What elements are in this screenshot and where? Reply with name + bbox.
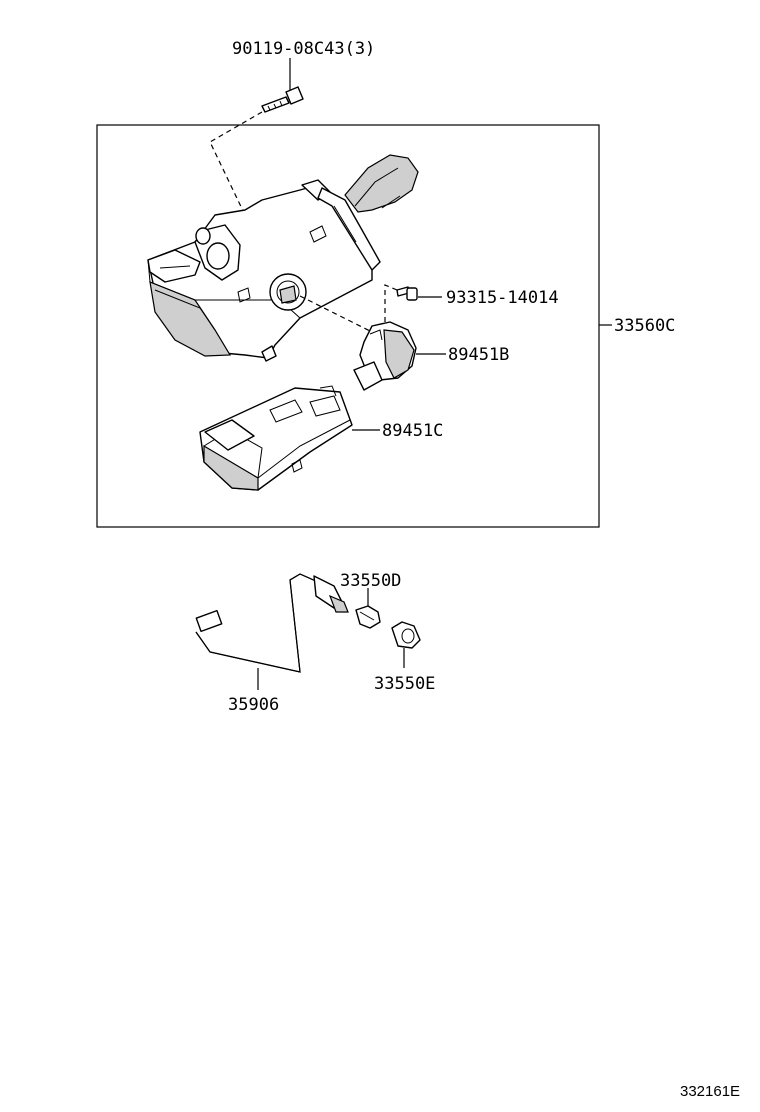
harness-part (195, 573, 349, 673)
bulb-label: 33550E (374, 674, 435, 694)
assembly-box (96, 124, 600, 528)
knob-dashed-guide (299, 295, 373, 333)
screw-dashed-guide (384, 284, 398, 325)
bulb-socket-label: 33550D (340, 571, 401, 591)
screw-label: 93315-14014 (446, 288, 559, 308)
knob-label: 89451B (448, 345, 509, 365)
bolt-label: 90119-08C43(3) (232, 39, 375, 59)
screw-part (396, 286, 418, 301)
harness-label: 35906 (228, 695, 279, 715)
indicator-label: 89451C (382, 421, 443, 441)
knob-part (353, 321, 417, 391)
bulb-part (391, 621, 421, 649)
lever-knob (344, 154, 419, 213)
assembly-label: 33560C (614, 316, 675, 336)
lever-housing (147, 179, 381, 362)
bolt-dashed-guide (209, 111, 263, 216)
bulb-socket-part (355, 605, 381, 629)
indicator-part (199, 385, 353, 491)
bolt-part (261, 86, 304, 113)
figure-ref-label: 332161E (680, 1083, 740, 1100)
